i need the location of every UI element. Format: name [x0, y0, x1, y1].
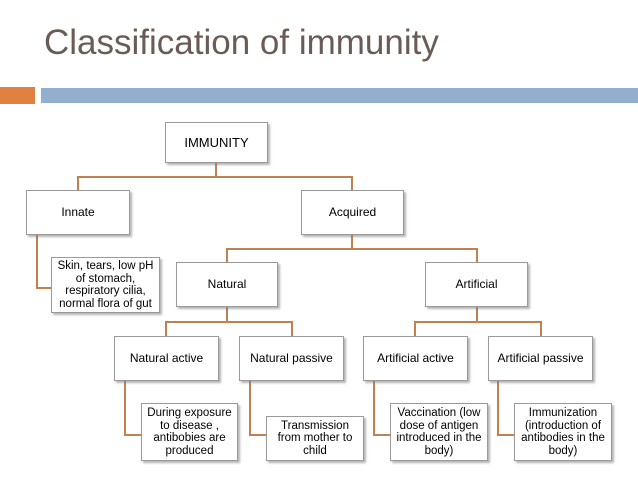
node-acquired[interactable]: Acquired	[301, 190, 404, 235]
connector-level2-horizontal	[226, 248, 477, 250]
connector-natural-children-horizontal	[165, 321, 292, 323]
connector-immunity-down	[215, 162, 217, 177]
connector-innate-detail-horizontal	[36, 287, 52, 289]
connector-natural-active-detail-horizontal	[124, 434, 142, 436]
node-natural-passive-detail[interactable]: Transmission from mother to child	[266, 416, 364, 461]
connector-natural-passive-detail-horizontal	[249, 434, 267, 436]
connector-to-acquired	[351, 176, 353, 191]
node-immunity[interactable]: IMMUNITY	[165, 122, 268, 163]
connector-to-artificial	[476, 248, 478, 263]
connector-level1-horizontal	[77, 176, 353, 178]
node-natural-passive[interactable]: Natural passive	[239, 336, 344, 381]
connector-to-innate	[77, 176, 79, 191]
node-natural-active[interactable]: Natural active	[114, 336, 219, 381]
node-innate[interactable]: Innate	[26, 190, 130, 235]
connector-artificial-children-horizontal	[414, 321, 541, 323]
accent-bar-blue	[41, 88, 638, 103]
connector-innate-detail-vertical	[36, 235, 38, 288]
node-artificial-passive-detail[interactable]: Immunization (introduction of antibodies…	[514, 403, 612, 461]
connector-artificial-passive-detail-horizontal	[497, 434, 515, 436]
connector-to-artificial-active	[414, 321, 416, 336]
page-title: Classification of immunity	[44, 23, 439, 62]
connector-artificial-active-detail-horizontal	[373, 434, 391, 436]
connector-artificial-passive-detail-vertical	[497, 381, 499, 435]
connector-to-natural-passive	[291, 321, 293, 336]
accent-square-orange	[0, 87, 35, 104]
node-artificial[interactable]: Artificial	[425, 262, 528, 307]
node-natural-active-detail[interactable]: During exposure to disease , antibobies …	[141, 403, 238, 461]
connector-to-natural	[226, 248, 228, 263]
node-innate-detail[interactable]: Skin, tears, low pH of stomach, respirat…	[51, 257, 160, 313]
node-artificial-passive[interactable]: Artificial passive	[488, 336, 593, 381]
connector-artificial-active-detail-vertical	[373, 381, 375, 435]
connector-natural-passive-detail-vertical	[249, 381, 251, 435]
node-artificial-active[interactable]: Artificial active	[363, 336, 468, 381]
connector-to-natural-active	[165, 321, 167, 336]
connector-to-artificial-passive	[540, 321, 542, 336]
connector-acquired-down	[351, 235, 353, 249]
node-artificial-active-detail[interactable]: Vaccination (low dose of antigen introdu…	[390, 403, 488, 461]
connector-natural-down	[226, 307, 228, 323]
connector-artificial-down	[476, 307, 478, 323]
node-natural[interactable]: Natural	[176, 262, 278, 307]
connector-natural-active-detail-vertical	[124, 381, 126, 435]
